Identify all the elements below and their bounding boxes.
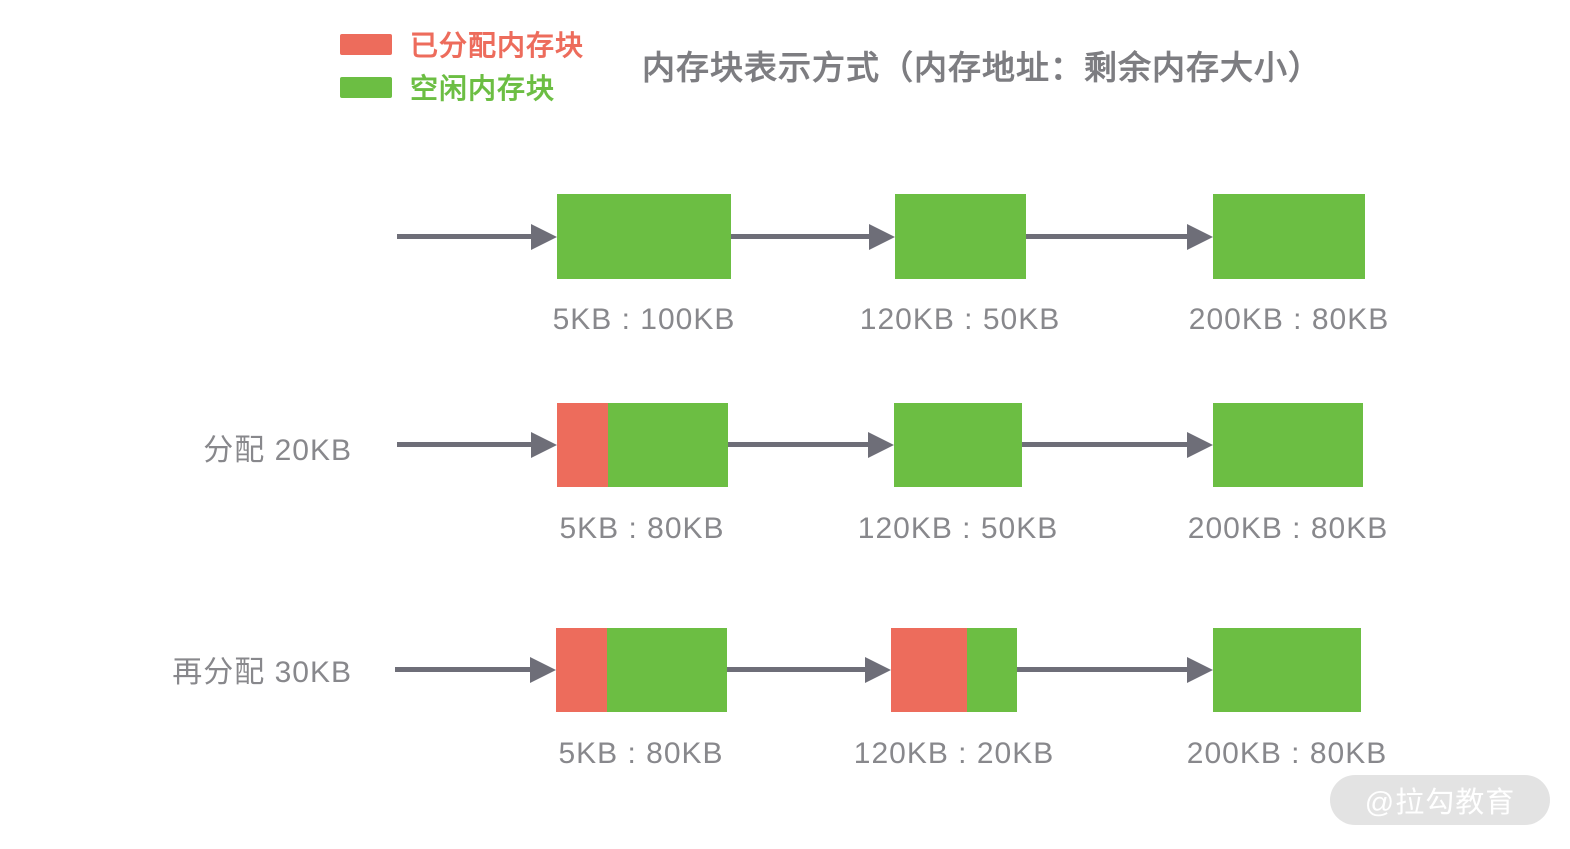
legend-allocated-label: 已分配内存块: [410, 30, 585, 61]
arrow-icon: [1022, 442, 1187, 447]
block-caption: 200KB : 80KB: [1188, 303, 1390, 336]
free-swatch-icon: [340, 76, 392, 98]
memory-block: [557, 194, 731, 279]
block-caption: 5KB : 80KB: [559, 512, 725, 545]
block-caption: 200KB : 80KB: [1186, 737, 1388, 770]
arrow-icon: [397, 234, 531, 239]
row-label-allocate-20kb: 分配 20KB: [203, 434, 352, 467]
block-caption: 5KB : 100KB: [552, 303, 736, 336]
diagram-title: 内存块表示方式（内存地址：剩余内存大小）: [642, 49, 1322, 86]
allocated-swatch-icon: [340, 33, 392, 55]
legend-item-allocated: 已分配内存块: [340, 24, 584, 64]
memory-block: [895, 194, 1026, 279]
row-label-reallocate-30kb: 再分配 30KB: [172, 656, 352, 689]
memory-block: [894, 403, 1022, 487]
arrow-icon: [1026, 234, 1187, 239]
memory-block: [1213, 628, 1361, 712]
arrow-icon: [1017, 667, 1187, 672]
memory-block: [557, 403, 728, 487]
arrow-icon: [397, 442, 531, 447]
arrow-icon: [727, 667, 865, 672]
legend-item-free: 空闲内存块: [340, 67, 555, 107]
allocated-segment: [891, 628, 967, 712]
block-caption: 120KB : 20KB: [853, 737, 1055, 770]
legend-free-label: 空闲内存块: [410, 73, 556, 104]
arrow-icon: [395, 667, 530, 672]
memory-block: [1213, 194, 1365, 279]
watermark-badge: @拉勾教育: [1330, 775, 1550, 825]
allocated-segment: [556, 628, 608, 712]
block-caption: 200KB : 80KB: [1187, 512, 1389, 545]
memory-block: [891, 628, 1017, 712]
arrow-icon: [728, 442, 868, 447]
block-caption: 5KB : 80KB: [558, 737, 724, 770]
memory-block: [1213, 403, 1363, 487]
block-caption: 120KB : 50KB: [859, 303, 1061, 336]
allocated-segment: [557, 403, 609, 487]
arrow-icon: [731, 234, 869, 239]
memory-block: [556, 628, 727, 712]
block-caption: 120KB : 50KB: [857, 512, 1059, 545]
